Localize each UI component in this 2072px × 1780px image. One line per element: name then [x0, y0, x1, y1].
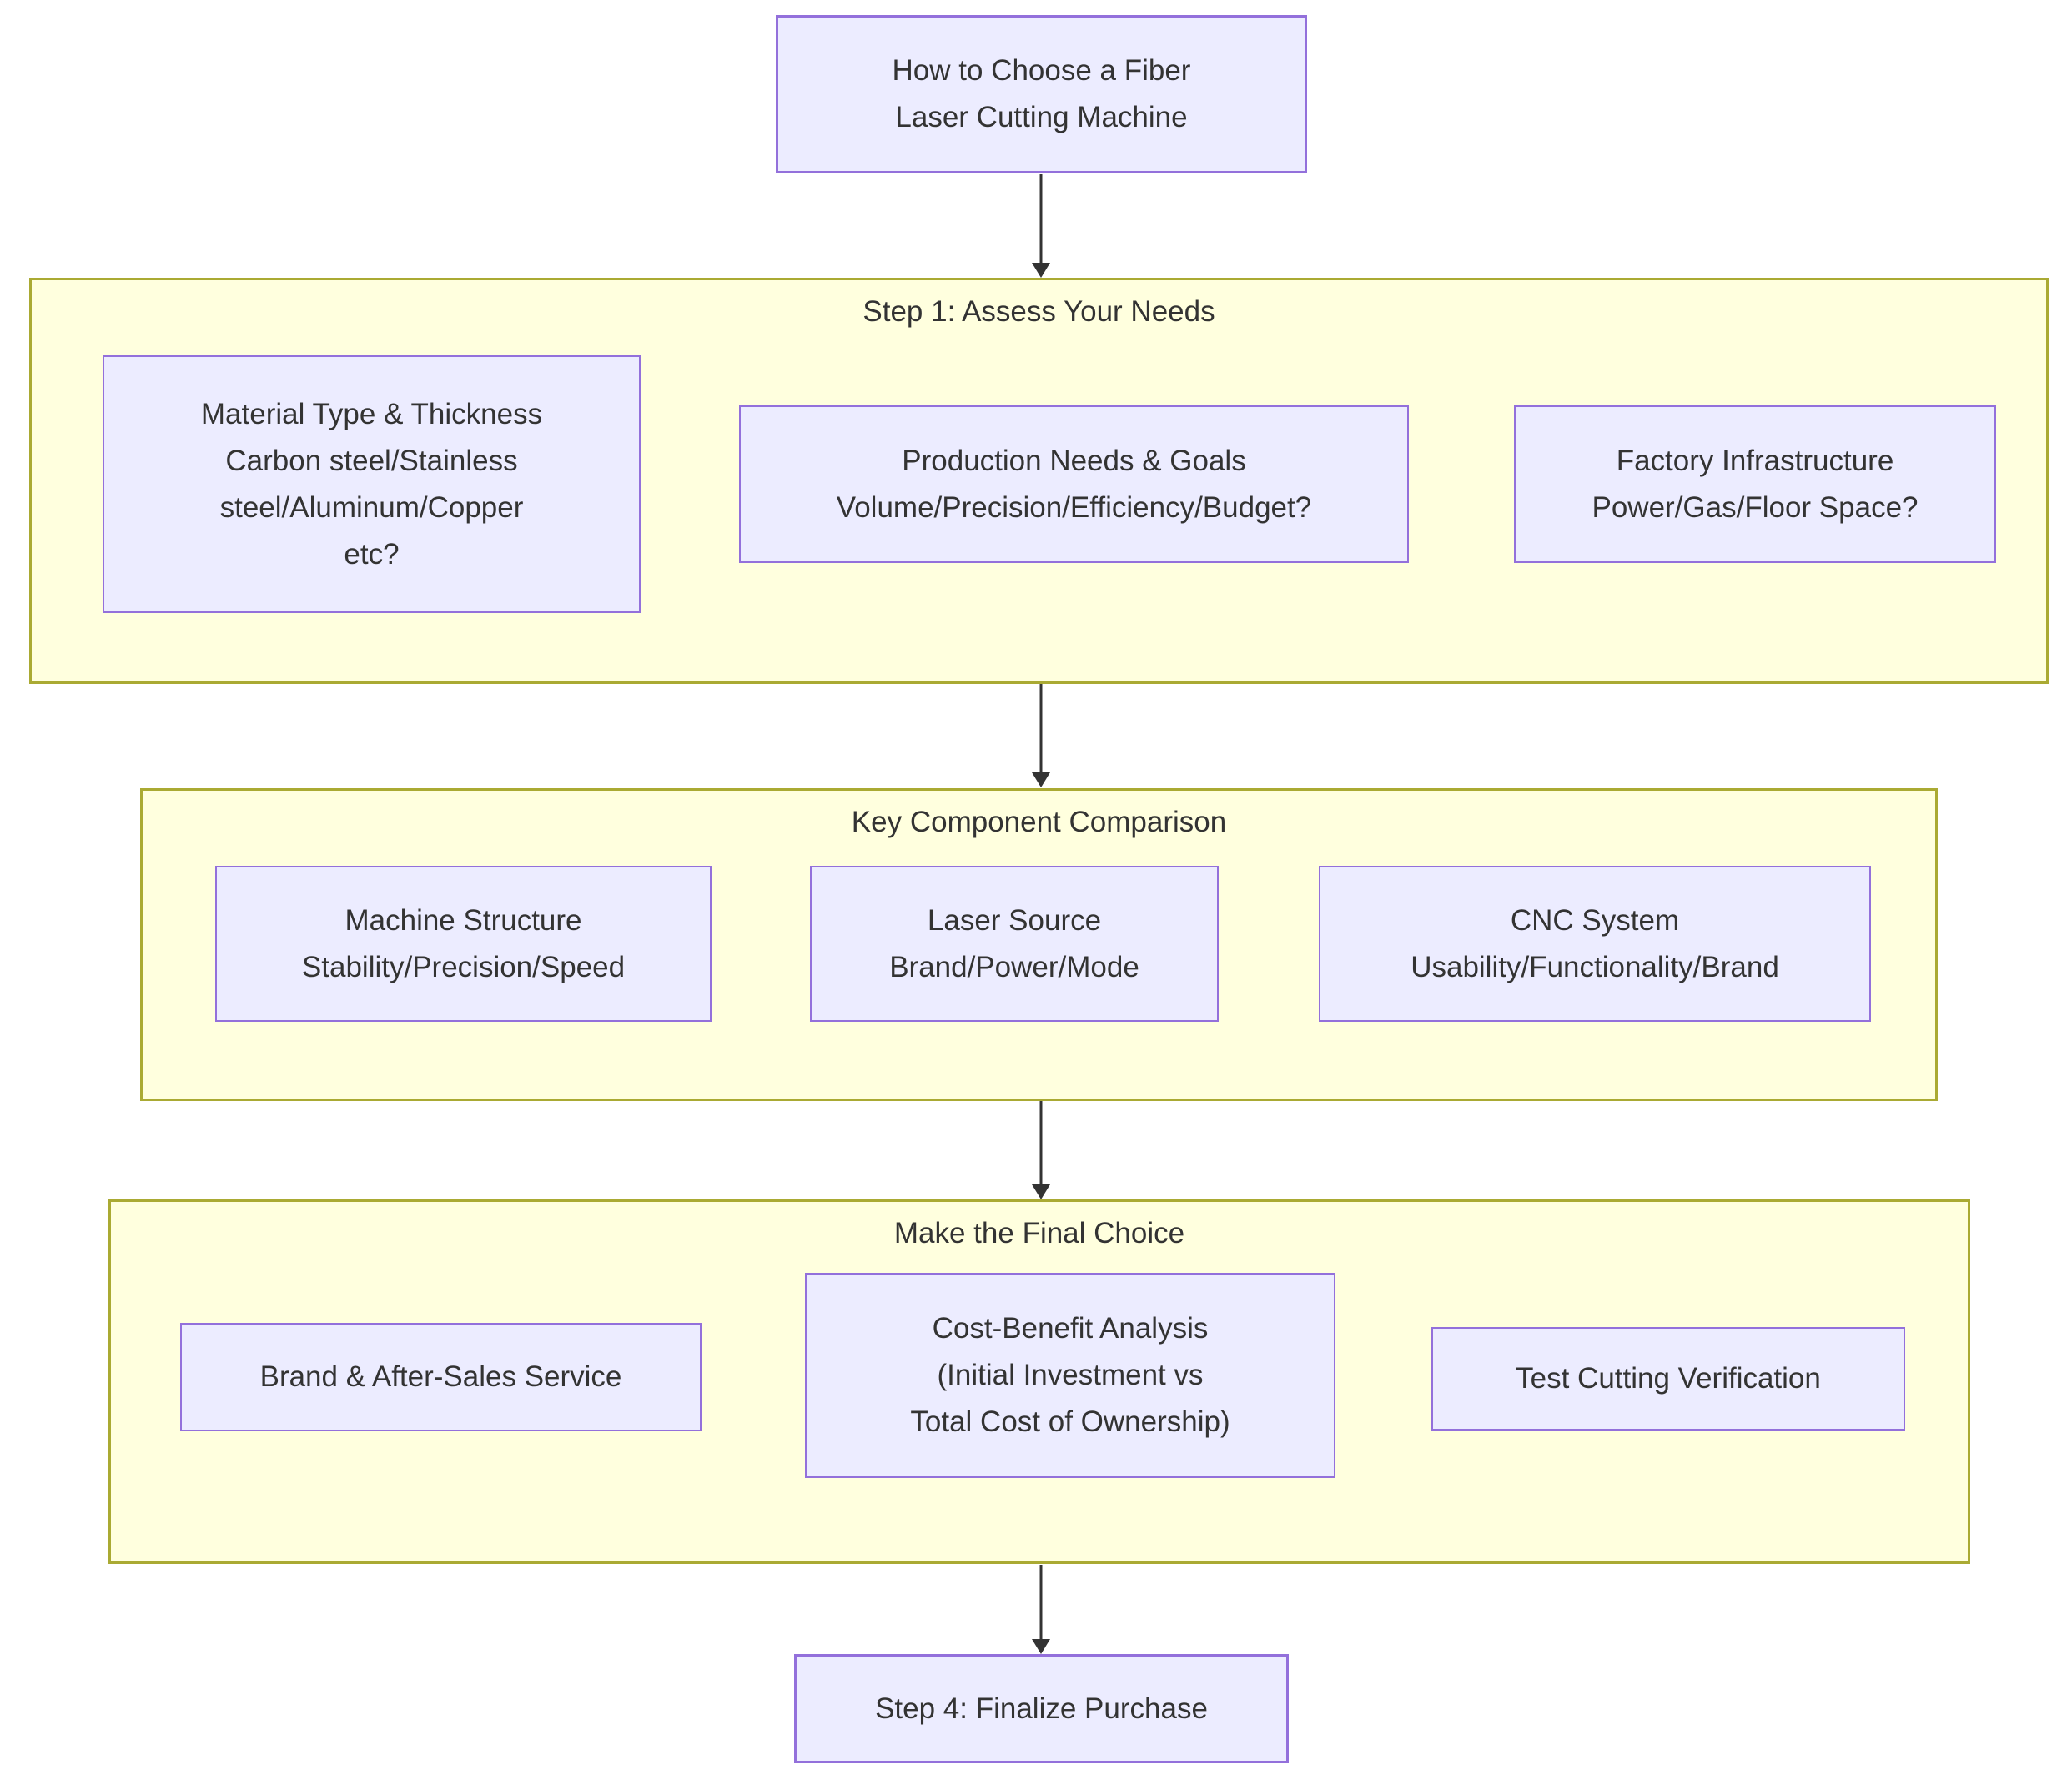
flow-arrow-down-icon [1032, 684, 1050, 787]
arrow-head-icon [1032, 1639, 1050, 1654]
arrow-line [1039, 1565, 1043, 1642]
cluster-make-final-choice: Make the Final Choice Brand & After-Sale… [108, 1199, 1970, 1564]
node-factory-infrastructure: Factory Infrastructure Power/Gas/Floor S… [1514, 405, 1996, 563]
arrow-line [1039, 684, 1043, 775]
node-laser-source: Laser Source Brand/Power/Mode [810, 866, 1219, 1022]
cluster-key-component-comparison-label: Key Component Comparison [851, 806, 1227, 838]
cluster-assess-your-needs-label: Step 1: Assess Your Needs [862, 295, 1215, 328]
flow-arrow-down-icon [1032, 1565, 1050, 1654]
node-material-type-thickness: Material Type & Thickness Carbon steel/S… [103, 355, 641, 613]
node-how-to-choose-title: How to Choose a Fiber Laser Cutting Mach… [776, 15, 1307, 173]
cluster-key-component-comparison: Key Component Comparison Machine Structu… [140, 788, 1938, 1101]
node-test-cutting-verification: Test Cutting Verification [1431, 1327, 1905, 1431]
node-cnc-system: CNC System Usability/Functionality/Brand [1319, 866, 1871, 1022]
arrow-head-icon [1032, 772, 1050, 787]
arrow-head-icon [1032, 263, 1050, 278]
node-cost-benefit-analysis: Cost-Benefit Analysis (Initial Investmen… [805, 1273, 1335, 1478]
cluster-make-final-choice-label: Make the Final Choice [893, 1217, 1185, 1250]
flow-arrow-down-icon [1032, 1101, 1050, 1199]
node-brand-after-sales-service: Brand & After-Sales Service [180, 1323, 702, 1431]
arrow-line [1039, 174, 1043, 265]
node-production-needs-goals: Production Needs & Goals Volume/Precisio… [739, 405, 1409, 563]
cluster-assess-your-needs: Step 1: Assess Your Needs Material Type … [29, 278, 2049, 684]
node-finalize-purchase: Step 4: Finalize Purchase [794, 1654, 1289, 1763]
arrow-line [1039, 1101, 1043, 1187]
arrow-head-icon [1032, 1184, 1050, 1199]
node-machine-structure: Machine Structure Stability/Precision/Sp… [215, 866, 712, 1022]
flow-arrow-down-icon [1032, 174, 1050, 278]
